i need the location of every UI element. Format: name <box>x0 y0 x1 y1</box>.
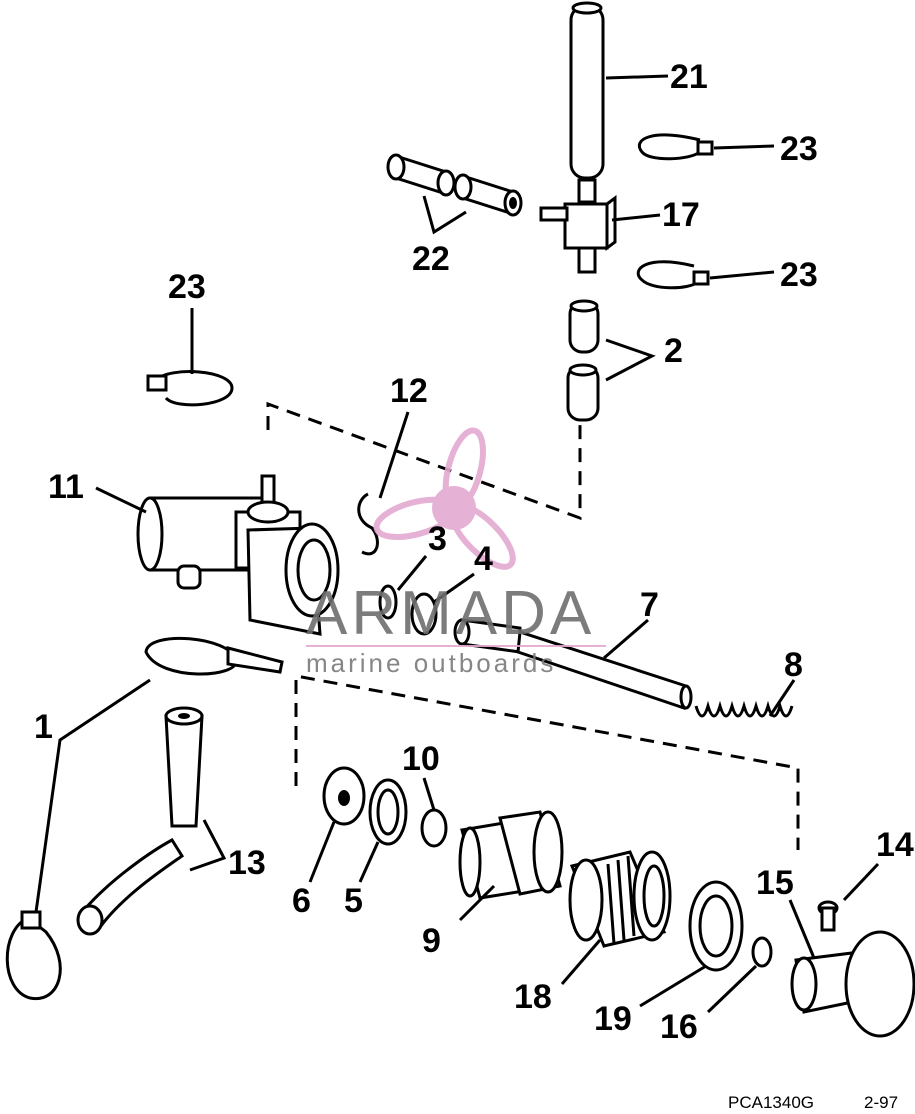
callout-15: 15 <box>756 864 794 902</box>
part-23-clamp-left <box>146 308 234 407</box>
drawing-code: PCA1340G <box>728 1093 814 1112</box>
callout-22: 22 <box>412 240 450 278</box>
part-21-tube <box>569 1 669 180</box>
callout-4: 4 <box>474 540 493 578</box>
part-6-washer <box>308 766 366 883</box>
drawing-date: 2-97 <box>864 1093 898 1112</box>
callout-23-top: 23 <box>780 130 818 168</box>
armada-watermark: ARMADA marine outboards <box>306 427 606 678</box>
callout-16: 16 <box>660 1008 698 1046</box>
callout-23-mid: 23 <box>780 256 818 294</box>
part-8-spring <box>694 679 796 718</box>
callout-9: 9 <box>422 922 441 960</box>
callout-19: 19 <box>594 1000 632 1038</box>
part-12-clip <box>357 411 410 556</box>
callout-23-left: 23 <box>168 268 206 306</box>
part-10-ring <box>420 777 448 848</box>
part-23-clamp-top <box>637 133 775 161</box>
part-16-o-ring <box>706 936 773 1014</box>
callout-2: 2 <box>664 332 683 370</box>
part-13-hoses <box>76 706 227 936</box>
callout-11: 11 <box>48 468 84 506</box>
callout-13: 13 <box>228 844 266 882</box>
part-11-housing <box>95 474 340 636</box>
part-4-o-ring <box>410 572 475 636</box>
callout-21: 21 <box>670 58 708 96</box>
part-7-shaft <box>453 618 693 711</box>
callout-17: 17 <box>662 196 700 234</box>
part-19-nut <box>639 880 744 1008</box>
callout-12: 12 <box>390 372 428 410</box>
watermark-title: ARMADA <box>306 579 595 648</box>
part-3-o-ring <box>378 555 428 620</box>
part-9-fitting <box>458 810 564 922</box>
assembly-line-lower <box>294 674 800 850</box>
callout-5: 5 <box>344 882 363 920</box>
part-23-clamp-mid <box>636 260 775 290</box>
part-5-seal <box>358 778 408 883</box>
part-2-hoses <box>566 299 656 422</box>
watermark-subtitle: marine outboards <box>306 648 556 678</box>
callout-8: 8 <box>784 646 803 684</box>
assembly-line-upper <box>266 401 582 521</box>
callout-18: 18 <box>514 978 552 1016</box>
callout-6: 6 <box>292 882 311 920</box>
callout-10: 10 <box>402 740 440 778</box>
part-1-tie-straps <box>5 636 284 1001</box>
part-17-tee-fitting <box>539 178 661 274</box>
part-18-threaded-fitting <box>560 850 672 985</box>
callout-14: 14 <box>876 826 914 864</box>
part-15-knob <box>788 899 915 1038</box>
propeller-icon <box>373 427 516 570</box>
callout-7: 7 <box>640 586 659 624</box>
callout-3: 3 <box>428 520 447 558</box>
callout-1: 1 <box>34 708 53 746</box>
part-22-hoses <box>386 153 523 235</box>
part-14-screw <box>817 862 880 932</box>
